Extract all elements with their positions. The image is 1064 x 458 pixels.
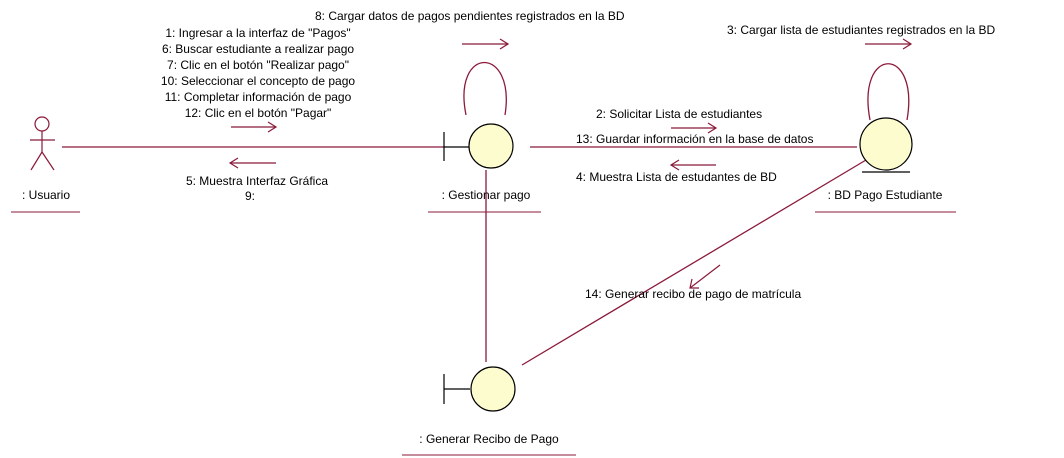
message-label-guardar: 13: Guardar información en la base de da… [576, 132, 813, 146]
boundary-gestionar-label: : Gestionar pago [442, 188, 531, 202]
arrow-right-icon [462, 38, 510, 50]
link-bd-recibo [521, 159, 867, 366]
entity-bd-label: : BD Pago Estudiante [828, 188, 943, 202]
message-label: 11: Completar información de pago [165, 90, 352, 104]
message-label-bd-self: 3: Cargar lista de estudiantes registrad… [727, 23, 995, 37]
arrow-diagonal-icon [689, 264, 721, 289]
message-label: 5: Muestra Interfaz Gráfica [186, 174, 328, 188]
arrow-left-icon [228, 157, 276, 169]
message-label: 1: Ingresar a la interfaz de "Pagos" [165, 26, 350, 40]
entity-icon [859, 117, 913, 173]
links [62, 146, 867, 366]
boundary-icon [443, 366, 516, 412]
arrow-right-icon [865, 38, 913, 50]
message-label: 7: Clic en el botón "Realizar pago" [167, 58, 349, 72]
message-label-generar-recibo: 14: Generar recibo de pago de matrícula [585, 287, 801, 301]
actor-label: : Usuario [22, 188, 70, 202]
message-label-gestionar-self: 8: Cargar datos de pagos pendientes regi… [315, 9, 625, 23]
boundary-icon [443, 123, 514, 169]
message-label: 12: Clic en el botón "Pagar" [185, 106, 332, 120]
self-link-bd [867, 63, 910, 121]
actor-stick-figure-icon [30, 116, 55, 171]
message-label: 10: Seleccionar el concepto de pago [161, 74, 355, 88]
arrow-left-icon [669, 159, 716, 171]
message-label: 9: [245, 189, 255, 203]
message-label-muestra-lista: 4: Muestra Lista de estudantes de BD [576, 170, 777, 184]
message-label: 6: Buscar estudiante a realizar pago [162, 42, 354, 56]
message-arrows [228, 38, 913, 289]
boundary-recibo-label: : Generar Recibo de Pago [419, 432, 559, 446]
actor-usuario[interactable]: : Usuario [11, 116, 80, 213]
boundary-gestionar-pago[interactable]: : Gestionar pago [428, 123, 541, 213]
self-link-gestionar [463, 62, 507, 116]
entity-bd-pago-estudiante[interactable]: : BD Pago Estudiante [815, 117, 956, 213]
boundary-generar-recibo[interactable]: : Generar Recibo de Pago [402, 366, 576, 456]
message-label-solicitar: 2: Solicitar Lista de estudiantes [596, 107, 762, 121]
arrow-right-icon [671, 122, 718, 134]
arrow-right-icon [231, 121, 278, 133]
